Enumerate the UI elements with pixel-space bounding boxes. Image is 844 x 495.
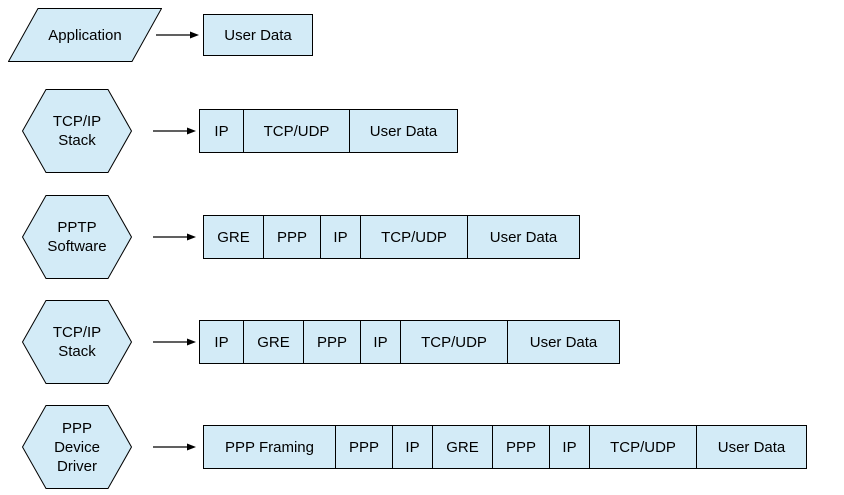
process-label-line: PPP <box>61 419 92 437</box>
process-label-line: TCP/IP <box>52 324 102 341</box>
parallelogram-shape: Application <box>8 8 162 62</box>
process-shape-outline <box>22 195 132 279</box>
packet-segment-user-data: User Data <box>489 228 558 246</box>
process-label-line: Stack <box>58 132 96 149</box>
arrow-right-icon <box>153 233 196 241</box>
packet-segment-gre: GRE <box>244 321 304 363</box>
packet-segment-ip: IP <box>361 321 401 363</box>
packet-strip: User Data <box>203 14 313 56</box>
process-label-tcp-ip-stack: TCP/IP Stack <box>22 300 132 384</box>
process-shape-outline <box>8 8 162 62</box>
packet-segment-user-data: User Data <box>369 122 438 140</box>
arrow-right-icon <box>153 443 196 451</box>
packet-segment-tcp-udp: TCP/UDP <box>401 321 508 363</box>
process-label-line: Software <box>47 238 107 255</box>
process-label-tcp-ip-stack: TCP/IP Stack <box>22 89 132 173</box>
packet-segment-ppp-framing: PPP Framing <box>204 426 336 468</box>
process-label-line: Device <box>54 438 100 456</box>
packet-segment-gre: GRE <box>433 426 493 468</box>
arrow-right-icon <box>156 31 199 39</box>
arrow-right-icon <box>153 338 196 346</box>
hexagon-shape: TCP/IP Stack <box>22 300 132 384</box>
packet-segment-ip: IP <box>200 110 244 152</box>
packet-segment-ppp: PPP <box>336 426 393 468</box>
encapsulation-row-1: Application User Data <box>0 8 313 62</box>
process-shape-outline <box>22 300 132 384</box>
process-label-line: Driver <box>57 457 97 475</box>
hexagon-shape: PPTP Software <box>22 195 132 279</box>
packet-segment-ppp: PPP <box>264 216 321 258</box>
packet-segment-ip: IP <box>321 216 361 258</box>
packet-segment-user-data: User Data <box>717 438 786 456</box>
packet-segment-user-data: User Data <box>529 333 598 351</box>
packet-segment-ppp: PPP <box>493 426 550 468</box>
arrow-right-icon <box>153 127 196 135</box>
packet-segment-ip: IP <box>393 426 433 468</box>
packet-segment-tcp-udp: TCP/UDP <box>590 426 697 468</box>
packet-segment-tcp-udp: TCP/UDP <box>361 216 468 258</box>
process-label-application: Application <box>8 8 162 62</box>
process-label-line: Stack <box>58 343 96 360</box>
packet-segment-tcp-udp: TCP/UDP <box>244 110 350 152</box>
packet-segment-user-data: User Data <box>224 26 292 44</box>
hexagon-shape: TCP/IP Stack <box>22 89 132 173</box>
process-label-pptp-software: PPTP Software <box>22 195 132 279</box>
packet-segment-ppp: PPP <box>304 321 361 363</box>
process-label-line: TCP/IP <box>52 113 102 130</box>
process-shape-outline <box>22 405 132 489</box>
process-label-line: PPTP <box>57 219 97 236</box>
packet-segment-gre: GRE <box>204 216 264 258</box>
process-label-line: Application <box>48 26 122 44</box>
process-shape-outline <box>22 89 132 173</box>
packet-segment-ip: IP <box>550 426 590 468</box>
packet-segment-ip: IP <box>200 321 244 363</box>
